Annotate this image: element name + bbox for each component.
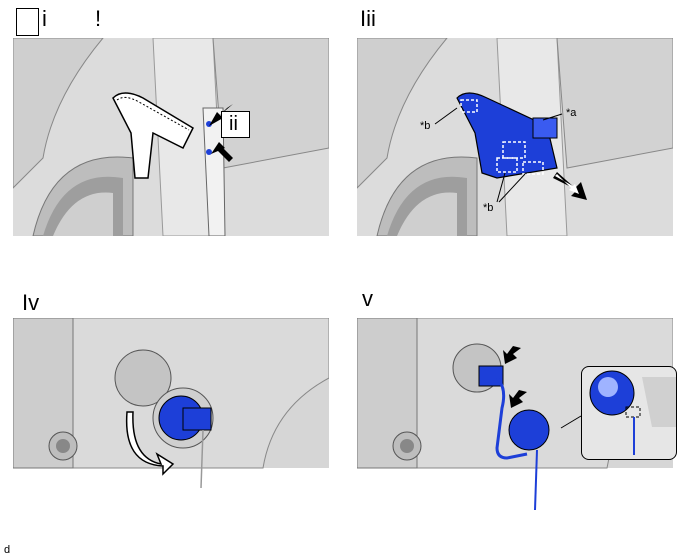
step-iv-label: Iv — [22, 290, 40, 315]
detail-inset — [581, 366, 677, 460]
detail-inset-illustration — [589, 370, 676, 455]
pull-arrow-icon — [553, 172, 587, 200]
arrow-icon — [211, 142, 233, 162]
step-iii-label: Iii — [360, 6, 376, 31]
callout-a: *a — [566, 107, 577, 119]
arrow-icon — [209, 104, 233, 126]
arrow-icon — [503, 346, 521, 364]
panel-2-illustration — [357, 38, 673, 236]
footer-label: d — [4, 544, 11, 556]
inset-box-ii — [221, 111, 250, 138]
callout-b-bottom: *b — [483, 202, 494, 214]
callout-b-left: *b — [420, 120, 431, 132]
exclaim-label: ! — [95, 6, 102, 31]
panel-3-illustration — [13, 318, 329, 489]
panel-1-illustration — [13, 38, 329, 236]
page-box — [16, 8, 39, 36]
step-v-label: v — [362, 286, 373, 311]
rotate-arrow-icon — [125, 411, 175, 476]
step-i-label: i — [42, 6, 47, 31]
arrow-icon — [509, 390, 527, 408]
step-ii-tag: ii — [229, 113, 238, 135]
